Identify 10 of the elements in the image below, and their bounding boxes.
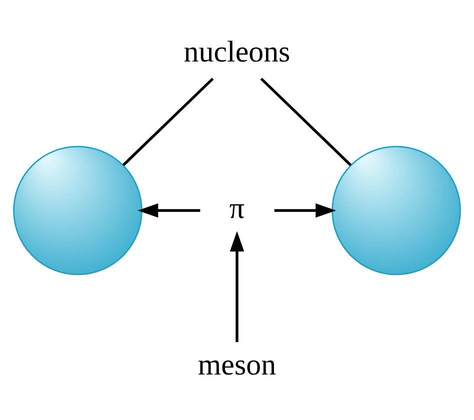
arrow bbox=[274, 202, 336, 218]
node-text: nucleons bbox=[184, 35, 290, 68]
node-text: meson bbox=[198, 348, 276, 382]
connector bbox=[122, 77, 214, 166]
node-circle bbox=[13, 145, 142, 275]
connector bbox=[260, 77, 352, 166]
arrow bbox=[138, 202, 200, 218]
node-circle bbox=[332, 145, 461, 275]
node-text: π bbox=[229, 192, 245, 225]
arrow bbox=[230, 230, 244, 342]
